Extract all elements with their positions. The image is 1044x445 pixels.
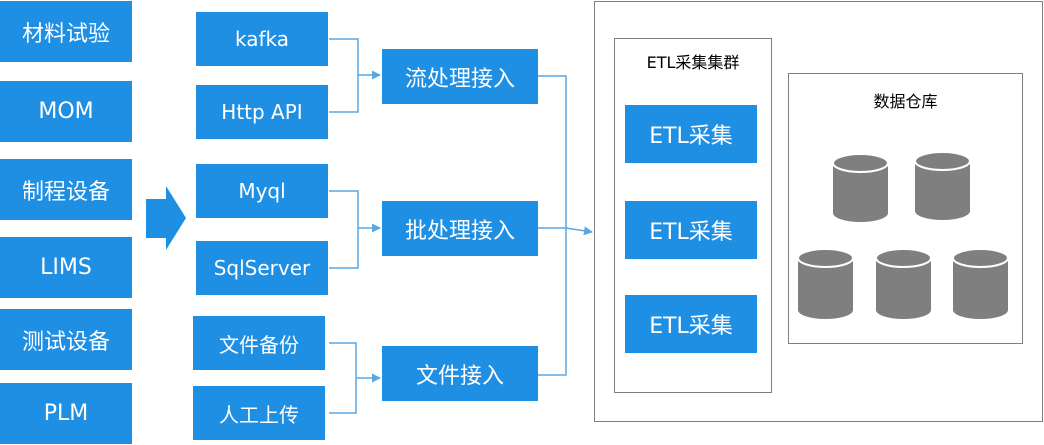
etl-cluster-frame: ETL采集集群 (614, 38, 772, 393)
connector-kafka-httpapi-to-stream (329, 38, 380, 113)
connector-file-upload-to-file-ingest (329, 342, 380, 414)
right-block-arrow-icon (146, 186, 186, 250)
input-box-http-api: Http API (196, 85, 328, 139)
input-box-sqlserver: SqlServer (196, 241, 328, 295)
source-box-process-equipment: 制程设备 (0, 159, 132, 220)
connector-ingest-to-etl-cluster (538, 75, 567, 376)
database-cylinder-icon (952, 248, 1009, 319)
etl-node-2: ETL采集 (625, 201, 757, 259)
data-warehouse-title: 数据仓库 (873, 92, 938, 111)
etl-node-3: ETL采集 (625, 295, 757, 353)
source-box-materials-test: 材料试验 (0, 1, 132, 62)
source-box-plm: PLM (0, 383, 132, 444)
source-box-lims: LIMS (0, 237, 132, 298)
database-cylinder-icon (832, 153, 889, 222)
connector-mysql-sqlserver-to-batch (329, 190, 380, 269)
database-cylinder-icon (914, 151, 971, 220)
database-cylinder-icon (875, 248, 932, 319)
etl-node-1: ETL采集 (625, 105, 757, 163)
source-box-test-equipment: 测试设备 (0, 309, 132, 370)
input-box-manual-upload: 人工上传 (193, 386, 325, 440)
data-warehouse-frame: 数据仓库 (788, 73, 1023, 344)
ingest-box-stream: 流处理接入 (382, 49, 538, 104)
arrow-to-etl-cluster (565, 226, 593, 236)
input-box-mysql: Myql (196, 164, 328, 218)
database-cylinder-icon (797, 248, 854, 319)
ingest-box-file: 文件接入 (382, 346, 538, 401)
source-box-mom: MOM (0, 81, 132, 142)
etl-cluster-title: ETL采集集群 (646, 53, 740, 72)
input-box-file-backup: 文件备份 (193, 316, 325, 370)
ingest-box-batch: 批处理接入 (382, 201, 538, 256)
outer-system-frame (594, 1, 1043, 422)
input-box-kafka: kafka (196, 12, 328, 66)
